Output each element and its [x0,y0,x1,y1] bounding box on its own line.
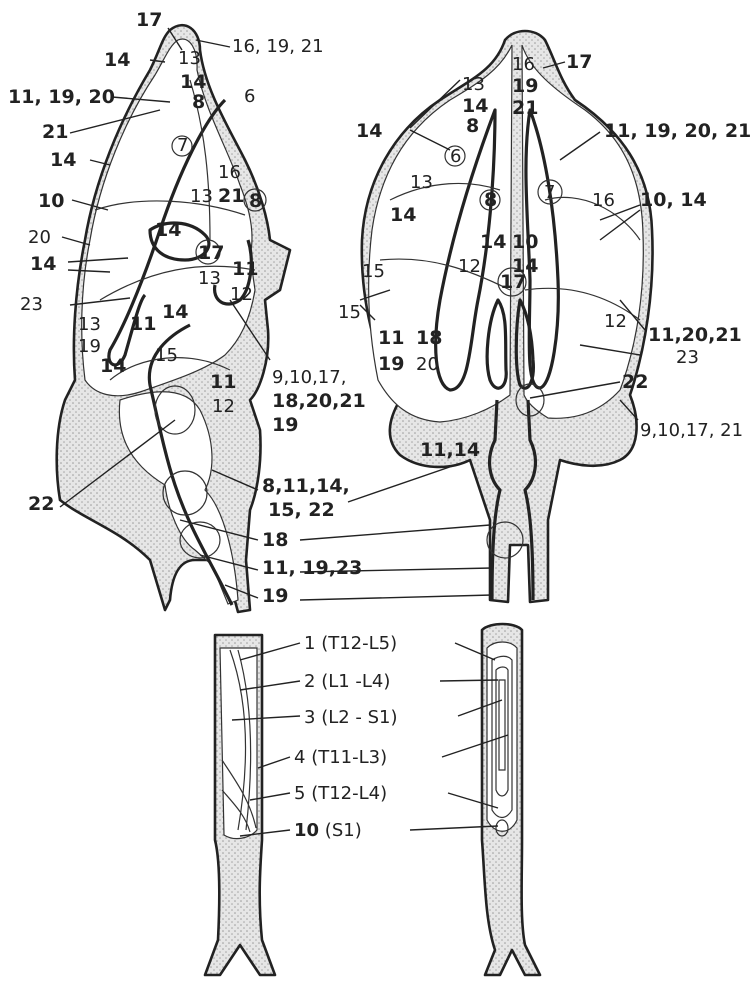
label: 12 [230,284,253,305]
label: 9,10,17, 21 [640,420,743,441]
label: 11, 19,23 [262,557,362,579]
spinal-labels: 1 (T12-L5) 2 (L1 -L4) 3 (L2 - S1) 4 (T11… [294,633,398,841]
label: 10 [512,231,538,253]
label: 7 [177,135,188,156]
label: 14 [50,149,76,171]
label: 19 [262,585,288,607]
label: 23 [676,347,699,368]
label: 11,20,21 [648,324,742,346]
spinal-label-3: 3 (L2 - S1) [304,707,398,728]
label: 11, 19, 20 [8,86,115,108]
label: 14 [155,219,181,241]
label: 19 [78,336,101,357]
spinal-label-1: 1 (T12-L5) [304,633,397,654]
label: 13 [462,74,485,95]
leader [300,595,492,600]
label: 8 [249,190,262,212]
label: 15 [338,302,361,323]
label: 13 [78,314,101,335]
label: 16 [218,162,241,183]
label: 14 [356,120,382,142]
label: 19 [378,353,404,375]
leader [348,460,470,502]
label: 22 [622,371,648,393]
label: 11 [378,327,404,349]
label: 19 [512,75,538,97]
label: 11 [232,258,258,280]
label: 18 [416,327,442,349]
label: 9,10,17, [272,367,346,388]
label: 14 [390,204,416,226]
label: 11 [210,371,236,393]
label: 17 [566,51,592,73]
label: 15 [155,345,178,366]
label: 17 [500,271,526,293]
label: 8 [192,91,205,113]
label: 14 [100,355,126,377]
label: 20 [416,354,439,375]
label: 11,14 [420,439,480,461]
label: 21 [218,185,244,207]
label: 11 [130,313,156,335]
spinal-label-5: 5 (T12-L4) [294,783,387,804]
label: 8 [484,189,497,211]
dorsal-right-hemisphere [522,45,643,418]
spinal-label-10: 10 (S1) [294,820,362,841]
label: 15, 22 [268,499,335,521]
label: 10 [38,190,64,212]
label: 15 [362,261,385,282]
label: 7 [544,182,555,203]
label: 14 [480,231,506,253]
label: 20 [28,227,51,248]
label: 6 [244,86,255,107]
label: 13 [410,172,433,193]
label: 14 [104,49,130,71]
label: 22 [28,493,54,515]
label: 13 [190,186,213,207]
label: 13 [198,268,221,289]
spinal-label-2: 2 (L1 -L4) [304,671,390,692]
label: 11, 19, 20, 21 [604,120,751,142]
label: 12 [458,256,481,277]
label: 14 [30,253,56,275]
spinal-label-4: 4 (T11-L3) [294,747,387,768]
label: 18 [262,529,288,551]
label: 8,11,14, [262,475,350,497]
label: 21 [42,121,68,143]
label: 8 [466,115,479,137]
label: 19 [272,414,298,436]
label: 16 [512,54,535,75]
label: 14 [162,301,188,323]
label: 12 [212,396,235,417]
label: 17 [198,242,224,264]
leader [440,680,498,681]
label: 16, 19, 21 [232,36,324,57]
label: 18,20,21 [272,390,366,412]
label: 13 [178,48,201,69]
label: 6 [450,146,461,167]
spinal-cord-dorsal [482,624,540,975]
label: 23 [20,294,43,315]
label: 17 [136,9,162,31]
label: 14 [180,71,206,93]
label: 14 [462,95,488,117]
label: 16 [592,190,615,211]
label: 21 [512,97,538,119]
label: 12 [604,311,627,332]
label: 10, 14 [640,189,707,211]
leader [300,525,490,540]
